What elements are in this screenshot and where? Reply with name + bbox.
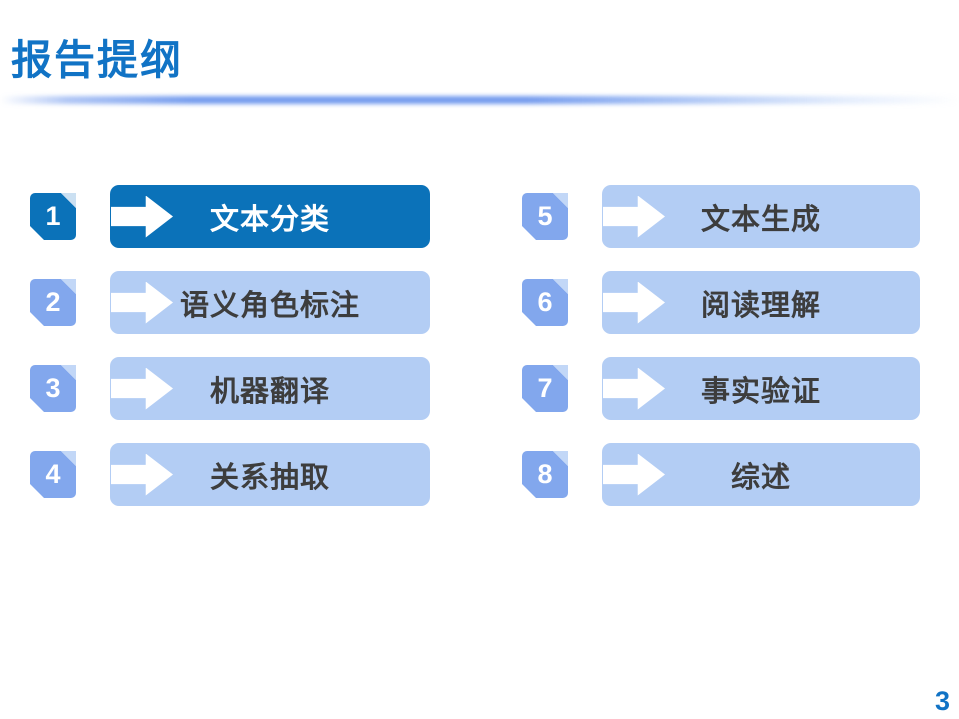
outline-item-5: 5 文本生成 — [522, 185, 920, 248]
item-label: 事实验证 — [700, 375, 821, 408]
item-number-badge: 1 — [30, 193, 76, 240]
page-number: 3 — [934, 686, 950, 716]
item-number: 8 — [537, 459, 553, 489]
item-number: 7 — [537, 373, 553, 403]
item-pill: 机器翻译 — [110, 357, 430, 420]
item-number-badge: 6 — [522, 279, 568, 326]
item-pill: 事实验证 — [602, 357, 920, 420]
item-number: 4 — [45, 459, 61, 489]
outline-item-1: 1 文本分类 — [30, 185, 430, 248]
item-number-badge: 7 — [522, 365, 568, 412]
item-label: 机器翻译 — [209, 375, 330, 408]
item-pill: 综述 — [602, 443, 920, 506]
outline-item-4: 4 关系抽取 — [30, 443, 430, 506]
page-title: 报告提纲 — [11, 37, 183, 83]
item-label: 文本生成 — [700, 203, 821, 236]
item-pill: 文本分类 — [110, 185, 430, 248]
item-number-badge: 5 — [522, 193, 568, 240]
item-number: 1 — [45, 201, 61, 231]
outline-column-left: 1 文本分类 2 语义角色标注 3 机器翻译 4 关系抽取 — [30, 185, 430, 506]
item-number-badge: 2 — [30, 279, 76, 326]
item-number-badge: 3 — [30, 365, 76, 412]
item-label: 文本分类 — [209, 203, 330, 236]
item-number: 2 — [45, 287, 61, 317]
outline-column-right: 5 文本生成 6 阅读理解 7 事实验证 8 综述 — [522, 185, 920, 506]
item-label: 关系抽取 — [209, 461, 330, 494]
outline-item-7: 7 事实验证 — [522, 357, 920, 420]
item-number-badge: 4 — [30, 451, 76, 498]
outline-item-3: 3 机器翻译 — [30, 357, 430, 420]
item-pill: 语义角色标注 — [110, 271, 430, 334]
item-number: 3 — [45, 373, 61, 403]
item-number: 5 — [537, 201, 553, 231]
item-number: 6 — [537, 287, 553, 317]
outline-item-2: 2 语义角色标注 — [30, 271, 430, 334]
item-label: 阅读理解 — [700, 289, 821, 322]
item-label: 综述 — [730, 461, 791, 494]
item-label: 语义角色标注 — [179, 289, 360, 322]
outline-item-6: 6 阅读理解 — [522, 271, 920, 334]
outline-item-8: 8 综述 — [522, 443, 920, 506]
item-number-badge: 8 — [522, 451, 568, 498]
item-pill: 阅读理解 — [602, 271, 920, 334]
item-pill: 文本生成 — [602, 185, 920, 248]
title-divider-line — [0, 96, 959, 104]
item-pill: 关系抽取 — [110, 443, 430, 506]
